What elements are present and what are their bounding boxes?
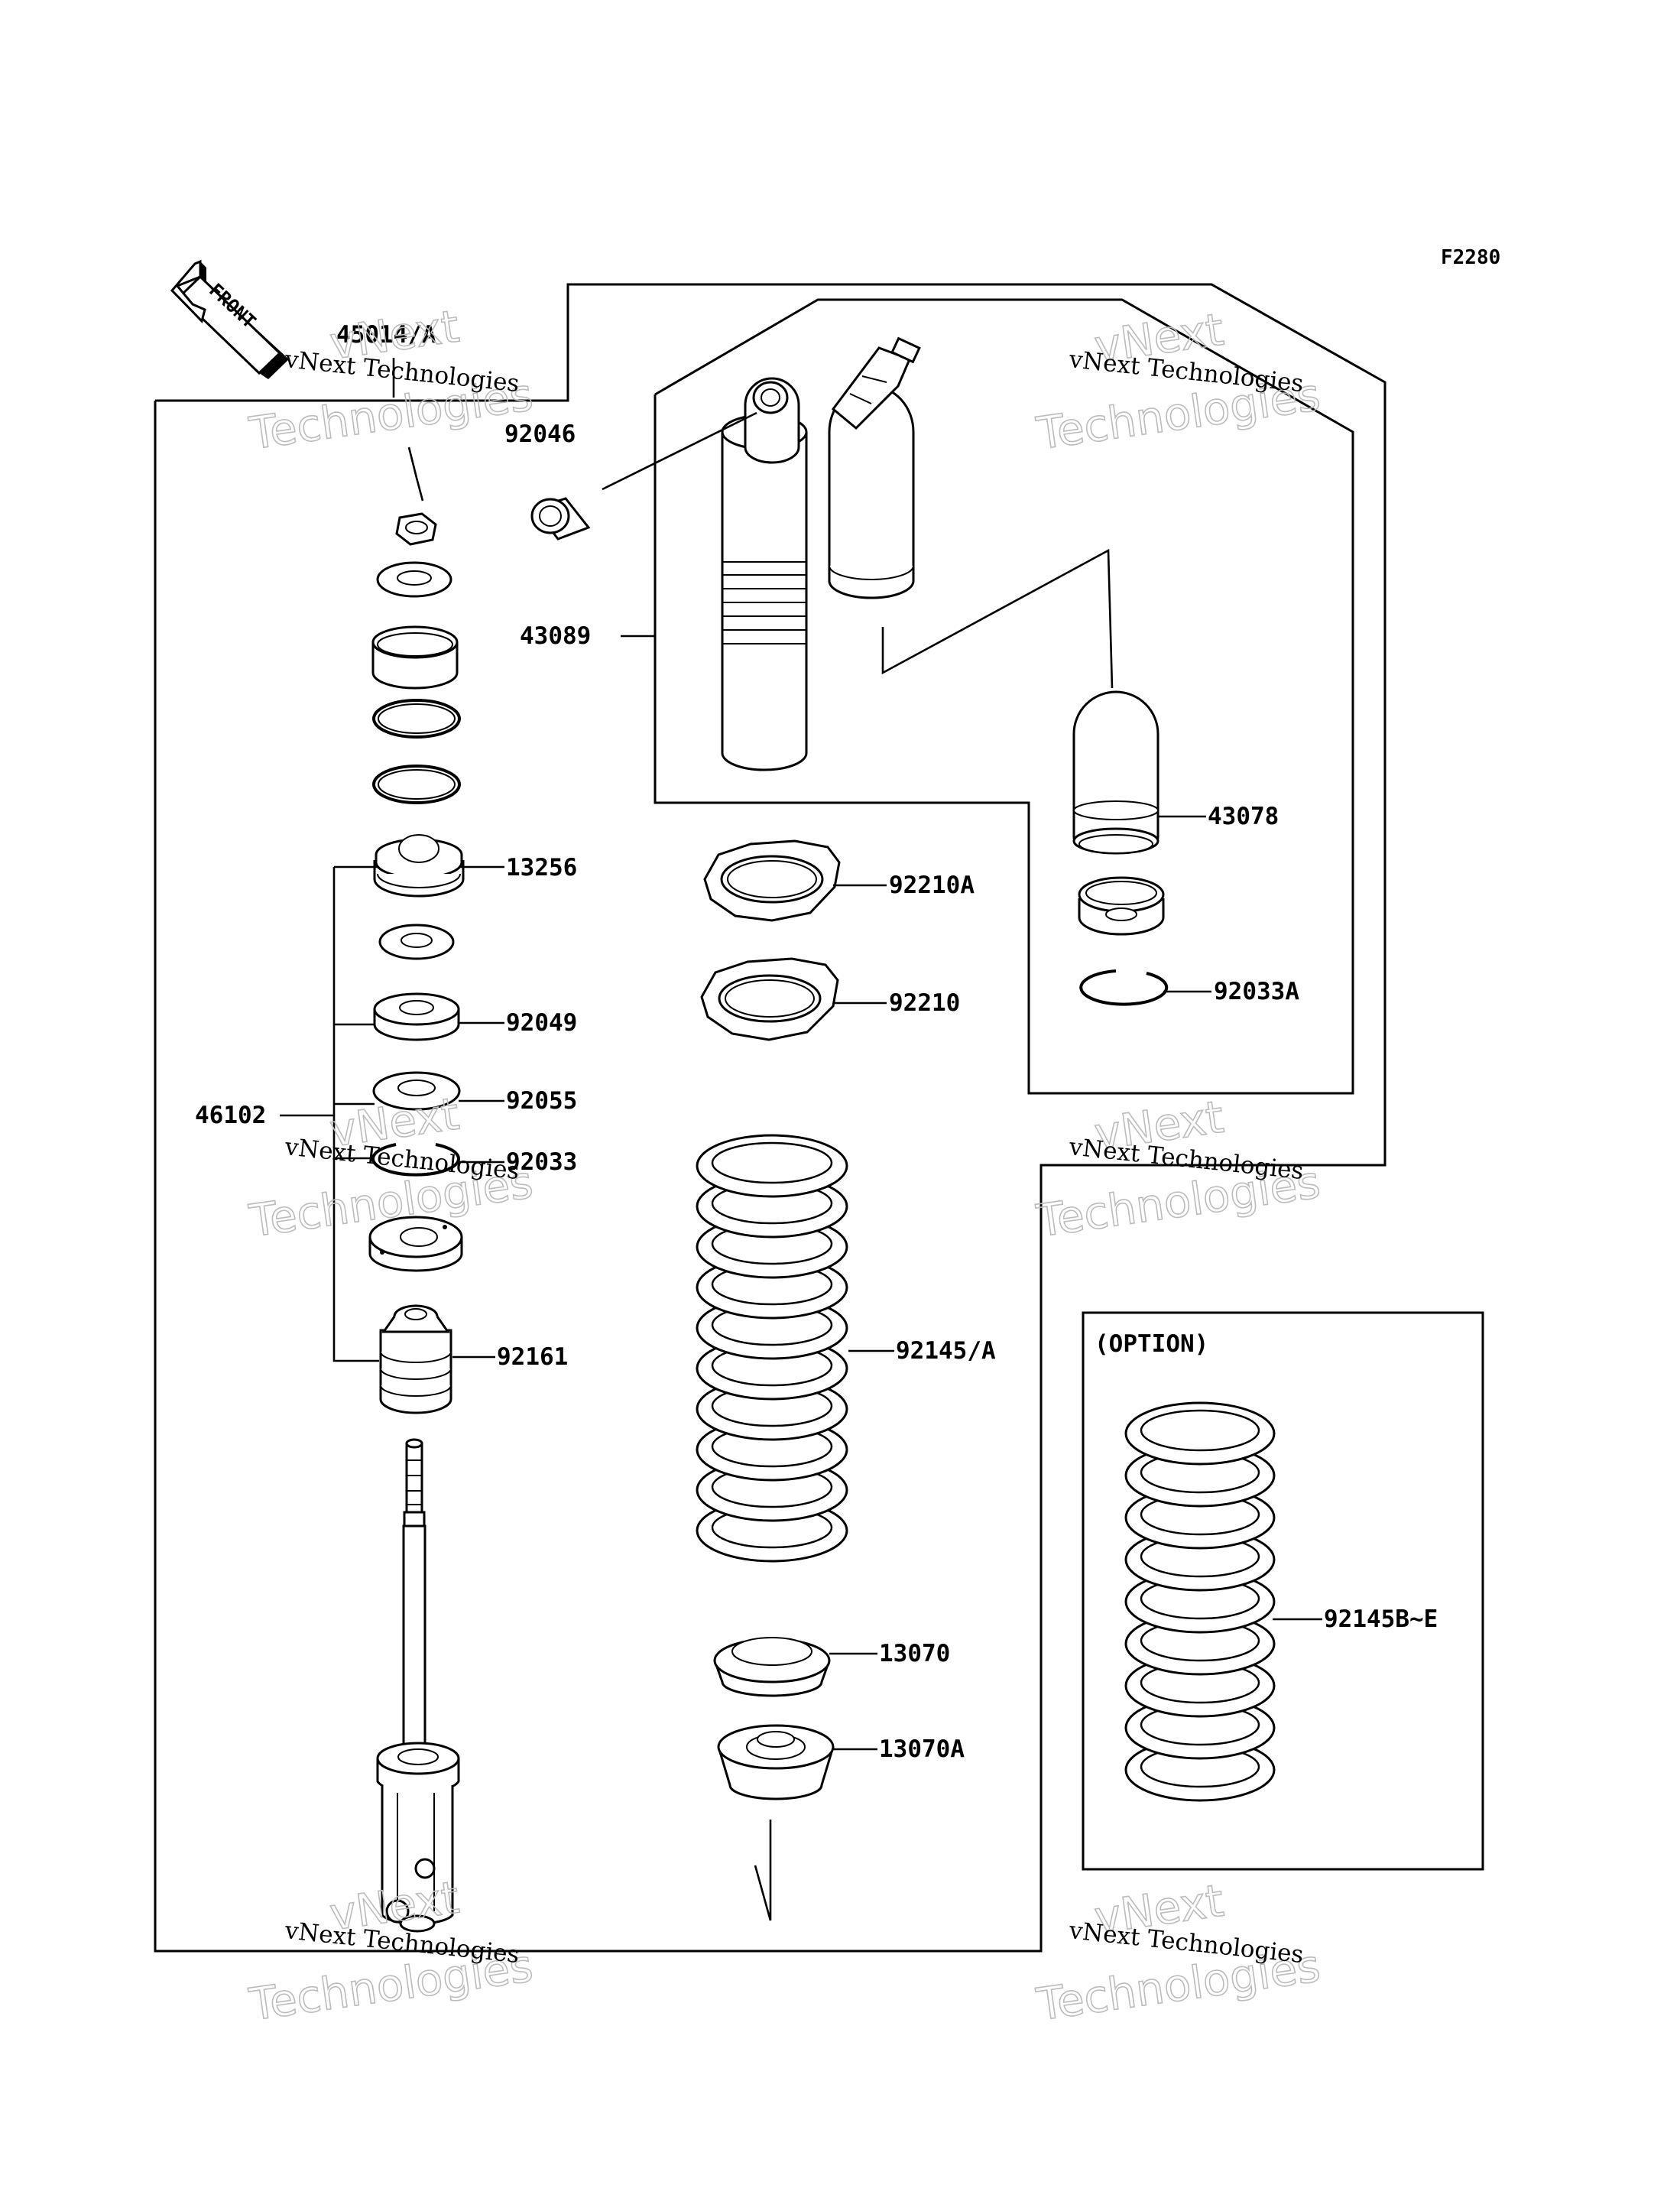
option-frame [1082,1311,1484,1871]
label-92210A: 92210A [889,872,975,899]
o-ring-lower [372,765,461,804]
spring-coil-inner [711,1141,833,1184]
spring-92145B-E [1124,1401,1276,1802]
spring-coil-inner [1140,1409,1260,1452]
label-92145A: 92145/A [896,1337,996,1365]
label-43078: 43078 [1208,803,1279,830]
label-92055: 92055 [506,1087,577,1115]
spacer-part-92049 [373,992,460,1041]
label-92046: 92046 [504,420,576,448]
label-92033A: 92033A [1214,978,1299,1005]
piston-rod-part [376,1438,460,1933]
locknut-92210A [703,839,841,922]
label-43089: 43089 [520,622,591,650]
bushing-92046 [530,497,591,541]
bladder-43078 [1072,690,1159,855]
seal-head-part [373,834,465,898]
label-92161: 92161 [497,1343,568,1371]
spring-92145A [696,1134,848,1563]
shock-body-frame [654,298,1354,1095]
label-92033: 92033 [506,1148,577,1176]
label-13070: 13070 [879,1640,950,1667]
label-92049: 92049 [506,1009,577,1037]
locknut-92210 [700,957,839,1041]
washer-part [376,561,452,598]
label-92210: 92210 [889,989,960,1017]
figure-code: F2280 [1441,246,1500,269]
bump-cap-part [368,1216,463,1272]
label-13256: 13256 [506,854,577,881]
nut-part [395,512,437,546]
washer-part-92055 [372,1071,461,1111]
option-label: (OPTION) [1095,1330,1208,1358]
label-92145B-E: 92145B~E [1324,1605,1438,1633]
assembly-frame [154,283,1386,1953]
circlip-92033 [371,1143,460,1177]
washer-part-2 [378,924,455,960]
label-13070A: 13070A [879,1735,965,1763]
spring-seat-13070 [713,1637,831,1697]
o-ring-upper [372,699,461,739]
shock-body-43089 [721,336,921,771]
collar-part [371,625,459,690]
circlip-92033A [1079,969,1169,1006]
bump-rubber-92161 [379,1304,452,1414]
label-45014A: 45014/A [336,321,436,349]
label-46102: 46102 [195,1102,266,1129]
spring-seat-13070A [717,1724,835,1800]
front-arrow-icon [170,259,289,379]
reservoir-cap-part [1078,876,1165,936]
